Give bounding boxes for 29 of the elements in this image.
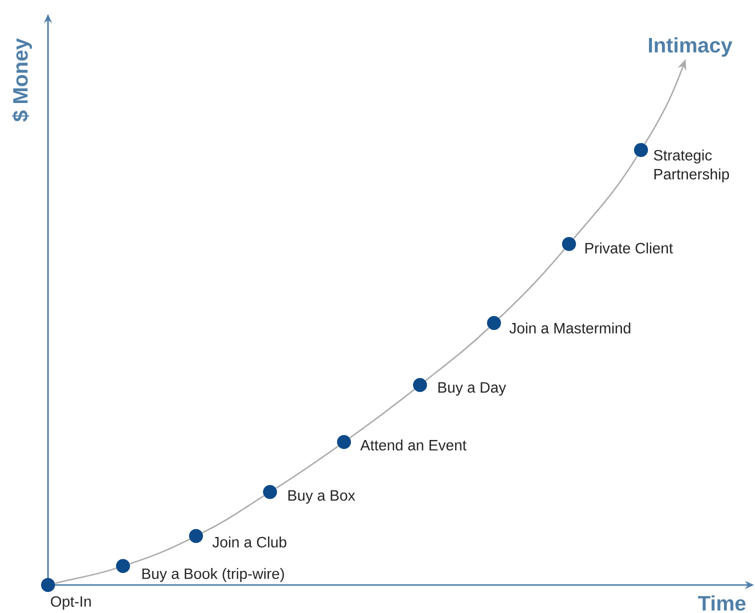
milestone-dot	[337, 435, 351, 449]
milestone-label: Strategic Partnership	[654, 150, 729, 182]
milestone-label: Join a Club	[212, 536, 286, 548]
curve-segment	[276, 446, 339, 489]
curve-segment	[202, 495, 264, 534]
milestone-dot	[41, 578, 55, 592]
axis-label: $ Money	[12, 38, 32, 122]
milestone-dot	[562, 237, 576, 251]
milestone-label: Attend an Event	[360, 440, 466, 450]
curve-label: Intimacy	[648, 37, 732, 57]
milestone-label: Buy a Box	[288, 490, 356, 504]
milestone-dot	[189, 529, 203, 543]
curve-segment	[573, 156, 638, 239]
milestone-dot	[116, 559, 130, 573]
milestone-label: Join a Mastermind	[509, 322, 630, 334]
curve-segment	[498, 249, 565, 319]
milestone-label: Buy a Day	[438, 382, 506, 396]
milestone-dot	[413, 378, 427, 392]
milestone-label: Buy a Book (trip-wire)	[142, 568, 284, 582]
milestone-label: Private Client	[585, 242, 673, 254]
milestone-label: Opt-In	[50, 596, 91, 610]
milestone-dot	[487, 316, 501, 330]
milestone-dot	[634, 143, 648, 157]
milestone-dot	[263, 485, 277, 499]
curve-segment	[130, 538, 190, 564]
axis-label: Time	[698, 595, 746, 611]
curve-segment	[54, 568, 116, 584]
curve-segment	[425, 327, 490, 382]
curve-segment	[349, 388, 415, 438]
